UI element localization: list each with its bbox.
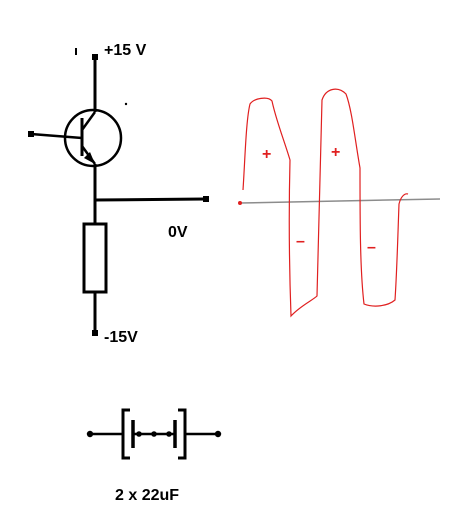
waveform-start-dot [238, 201, 242, 205]
emitter-arrow [84, 152, 95, 164]
capacitor-left-bracket [121, 408, 130, 460]
capacitor-junction-3 [166, 431, 172, 437]
positive-half-sign-1: + [262, 146, 271, 163]
capacitor-junction-1 [136, 431, 142, 437]
capacitor-junction-2 [151, 431, 157, 437]
waveform-sketch: + + – – [238, 88, 441, 318]
output-terminal [203, 196, 209, 202]
waveform-trace [242, 88, 409, 318]
capacitor-symbol [86, 408, 222, 460]
capacitor-left-terminal [86, 430, 94, 438]
negative-half-sign-1: – [296, 233, 305, 250]
stray-dot [124, 102, 128, 106]
negative-supply-label: -15V [104, 329, 138, 346]
negative-half-sign-2: – [367, 239, 376, 256]
transistor-symbol [63, 108, 123, 168]
base-terminal [28, 131, 34, 137]
capacitor-caption: 2 x 22uF [115, 487, 179, 504]
top-supply-terminal [92, 54, 98, 60]
waveform-baseline [239, 198, 441, 204]
circuit [28, 48, 209, 336]
output-wire [94, 197, 206, 202]
base-wire [30, 132, 83, 140]
capacitor-right-terminal [214, 430, 222, 438]
emitter-resistor [82, 222, 108, 294]
bottom-supply-terminal [92, 330, 98, 336]
output-rail-label: 0V [168, 224, 188, 241]
positive-supply-label: +15 V [104, 42, 147, 59]
transistor-collector-leg [80, 111, 97, 131]
positive-half-sign-2: + [331, 144, 340, 161]
capacitor-right-bracket [178, 408, 187, 460]
